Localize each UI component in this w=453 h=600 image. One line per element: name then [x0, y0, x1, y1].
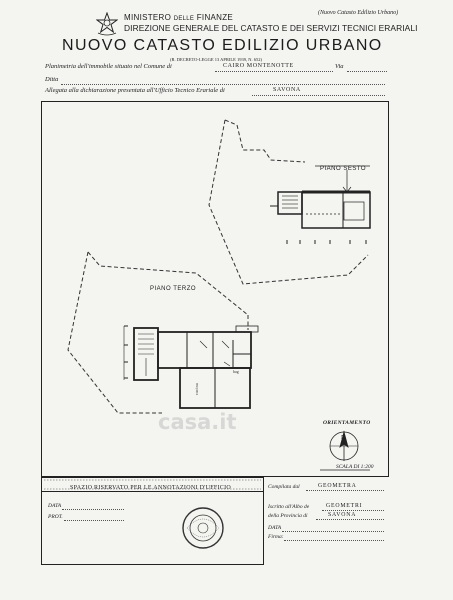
compilata-value: GEOMETRA	[318, 483, 357, 489]
office-seal-stamp-icon	[182, 507, 224, 549]
firma-label: Firma:	[268, 534, 284, 540]
comune-value: CAIRO MONTENOTTE	[223, 63, 294, 69]
svg-text:cucina: cucina	[194, 383, 199, 395]
via-label: Via	[335, 63, 344, 70]
piano-terzo-plan: cucina bag	[133, 325, 259, 409]
compiler-data-label: DATA	[268, 525, 282, 531]
office-annotations-header	[41, 477, 264, 492]
office-data-label: DATA	[48, 503, 62, 509]
office-annotations-title: SPAZIO RISERVATO PER LE ANNOTAZIONI D'UF…	[70, 485, 232, 491]
provincia-value: SAVONA	[328, 512, 357, 518]
piano-sesto-site-outline	[208, 119, 369, 285]
scale-label: SCALA DI 1:200	[336, 464, 374, 470]
ufficio-value: SAVONA	[273, 87, 301, 93]
svg-text:bag: bag	[233, 369, 239, 374]
directorate-name: DIREZIONE GENERALE DEL CATASTO E DEI SER…	[124, 23, 418, 33]
ditta-label: Ditta	[45, 76, 59, 83]
office-prot-field: PROT.	[48, 514, 128, 522]
allegata-line: Allegata alla dichiarazione presentata a…	[45, 87, 385, 97]
piano-sesto-plan	[270, 165, 371, 244]
office-prot-label: PROT.	[48, 514, 63, 520]
iscritto-field: Iscritto all'Albo de GEOMETRI	[268, 503, 386, 512]
ditta-line: Ditta	[45, 76, 385, 86]
north-letter: N	[341, 435, 346, 441]
office-annotations-box	[41, 477, 264, 565]
office-data-field: DATA	[48, 503, 128, 511]
piano-terzo-dimensions	[123, 325, 128, 380]
planimetria-line: Planimetria dell'immobile situato nel Co…	[45, 63, 387, 73]
provincia-field: della Provincia di SAVONA	[268, 512, 386, 521]
ministry-name: MINISTERO DELLE FINANZE	[124, 13, 234, 22]
planimetria-label: Planimetria dell'immobile situato nel Co…	[45, 63, 172, 70]
compiler-block: Compilata dal GEOMETRA Iscritto all'Albo…	[264, 477, 389, 565]
italian-republic-emblem-icon	[96, 12, 118, 36]
north-arrow-icon	[329, 430, 359, 461]
document-title: NUOVO CATASTO EDILIZIO URBANO	[62, 37, 383, 54]
floor-plan-frame	[41, 101, 389, 477]
iscritto-label: Iscritto all'Albo de	[268, 504, 310, 510]
compilata-label: Compilata dal	[268, 484, 300, 490]
piano-sesto-label: PIANO SESTO	[320, 166, 367, 172]
piano-terzo-label: PIANO TERZO	[150, 286, 197, 292]
iscritto-value: GEOMETRI	[326, 503, 363, 509]
compiler-data-field: DATA	[268, 525, 386, 533]
watermark: casa.it	[158, 410, 237, 434]
orientation-label: ORIENTAMENTO	[323, 420, 371, 426]
piano-terzo-site-outline	[67, 251, 249, 414]
compilata-field: Compilata dal GEOMETRA	[268, 483, 386, 492]
office-box-stripes	[44, 479, 261, 490]
decree-reference: (R. DECRETO-LEGGE 13 APRILE 1939, N. 652…	[170, 57, 263, 62]
provincia-label: della Provincia di	[268, 513, 308, 519]
firma-field: Firma:	[268, 534, 386, 542]
allegata-label: Allegata alla dichiarazione presentata a…	[45, 87, 225, 94]
form-type-note: (Nuovo Catasto Edilizio Urbano)	[318, 10, 399, 16]
